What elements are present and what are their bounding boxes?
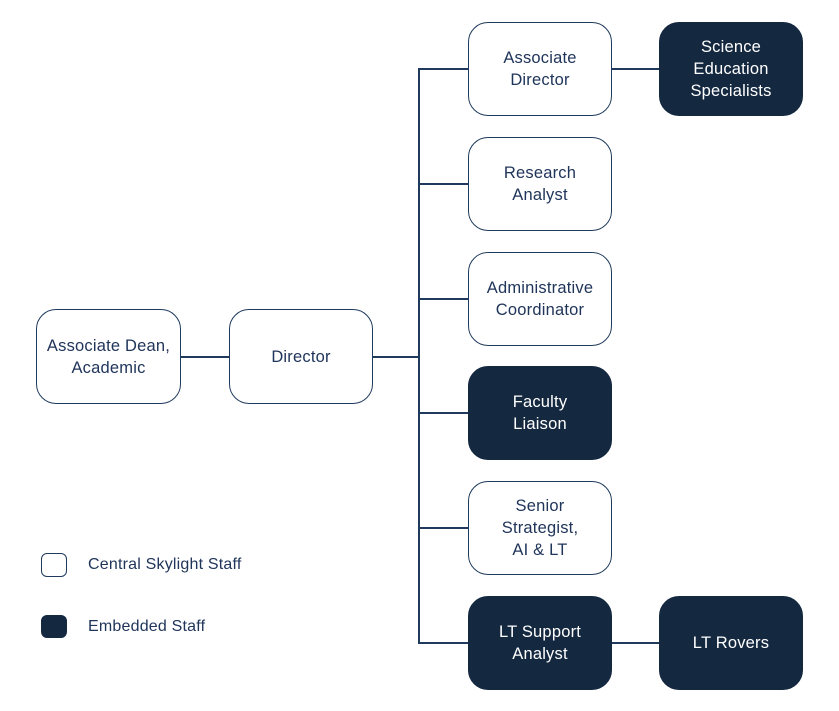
connector-branch-associate-director: [419, 68, 468, 70]
node-administrative-coordinator: Administrative Coordinator: [468, 252, 612, 346]
node-research-analyst: Research Analyst: [468, 137, 612, 231]
connector-associate-director-ses: [612, 68, 659, 70]
node-director: Director: [229, 309, 373, 404]
connector-branch-senior-strategist: [419, 527, 468, 529]
legend-label-central-skylight-staff: Central Skylight Staff: [88, 556, 242, 573]
node-science-education-specialists: Science Education Specialists: [659, 22, 803, 116]
connector-lt-support-rovers: [612, 642, 659, 644]
legend-swatch-central-skylight-staff: [41, 553, 67, 577]
legend-label-embedded-staff: Embedded Staff: [88, 618, 206, 635]
connector-branch-lt-support-analyst: [419, 642, 468, 644]
connector-trunk: [418, 68, 420, 644]
connector-director-trunk: [372, 356, 419, 358]
connector-branch-faculty-liaison: [419, 412, 468, 414]
connector-branch-administrative-coordinator: [419, 298, 468, 300]
connector-branch-research-analyst: [419, 183, 468, 185]
node-lt-rovers: LT Rovers: [659, 596, 803, 690]
node-senior-strategist-ai-lt: Senior Strategist, AI & LT: [468, 481, 612, 575]
legend-swatch-embedded-staff: [41, 615, 67, 638]
connector-dean-director: [181, 356, 229, 358]
node-lt-support-analyst: LT Support Analyst: [468, 596, 612, 690]
node-associate-director: Associate Director: [468, 22, 612, 116]
node-faculty-liaison: Faculty Liaison: [468, 366, 612, 460]
node-associate-dean-academic: Associate Dean, Academic: [36, 309, 181, 404]
